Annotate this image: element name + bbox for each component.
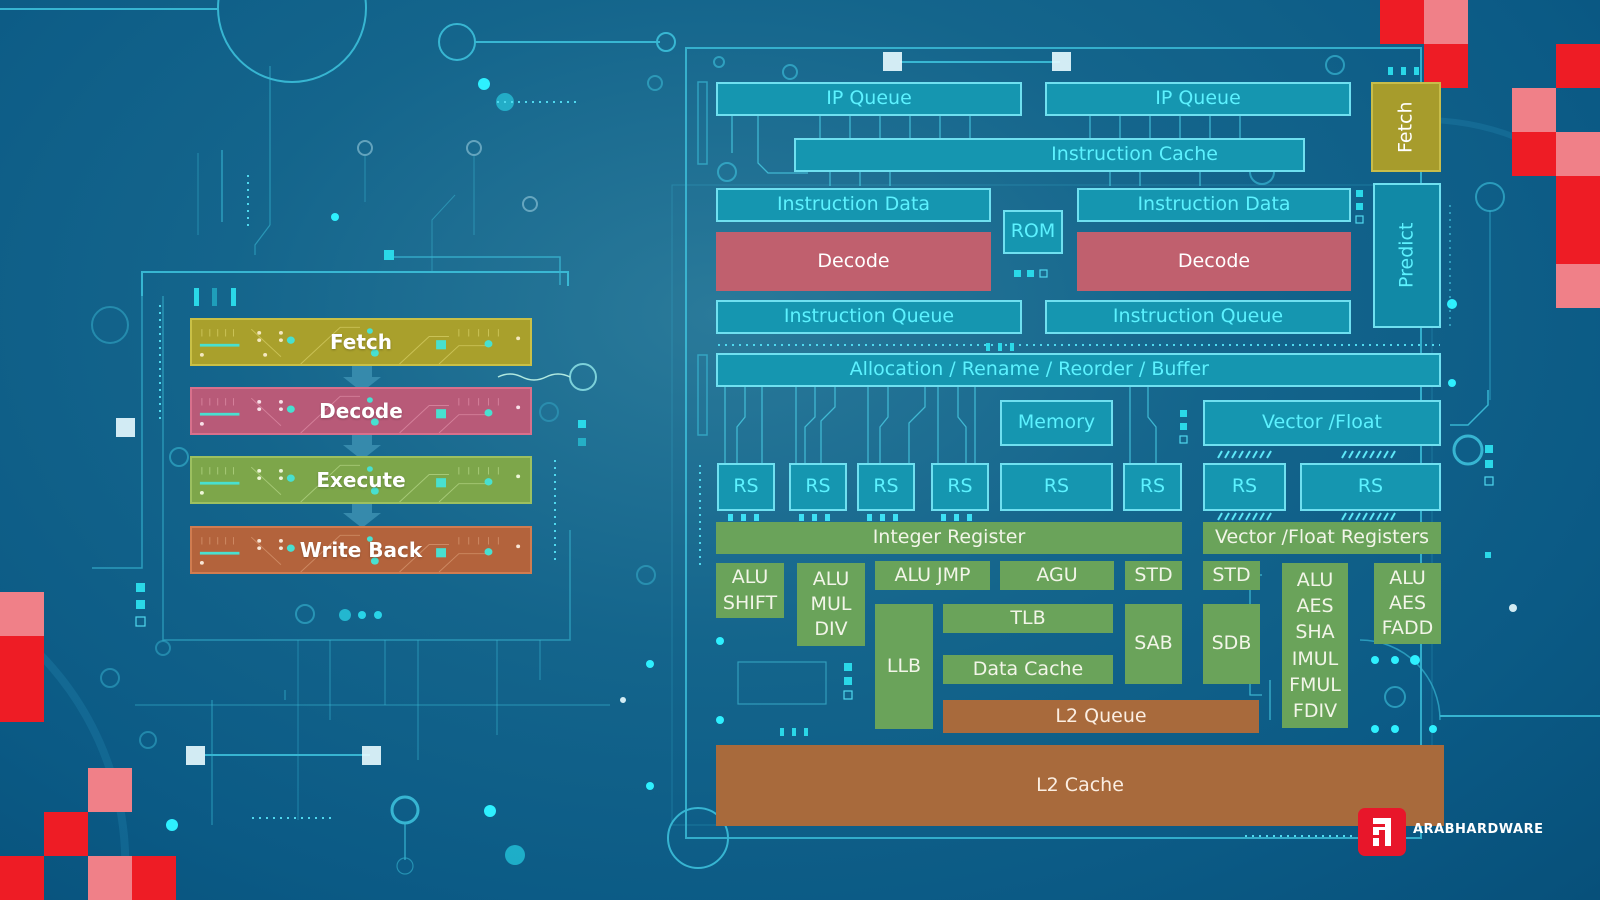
pixel-deco xyxy=(88,856,132,900)
fetch-unit: Fetch xyxy=(1371,82,1441,172)
pipeline-stage-execute: Execute xyxy=(190,456,532,504)
instruction-data-right: Instruction Data xyxy=(1077,188,1351,222)
pipeline-stage-fetch: Fetch xyxy=(190,318,532,366)
alu-shift-unit: ALU SHIFT xyxy=(716,563,784,618)
decode-right: Decode xyxy=(1077,232,1351,291)
pixel-deco xyxy=(88,768,132,812)
stage-label: Fetch xyxy=(329,330,393,354)
memory-unit: Memory xyxy=(1000,400,1113,446)
sdb-unit: SDB xyxy=(1203,604,1260,684)
reservation-station: RS xyxy=(931,463,989,511)
stage-label: Write Back xyxy=(299,538,423,562)
instruction-queue-left: Instruction Queue xyxy=(716,300,1022,334)
allocation-rename-reorder-buffer: Allocation / Rename / Reorder / Buffer xyxy=(716,353,1441,387)
pixel-deco xyxy=(0,592,44,636)
reservation-station: RS xyxy=(1123,463,1182,511)
alu-jmp-unit: ALU JMP xyxy=(875,561,990,590)
stage-label: Execute xyxy=(316,468,406,492)
pipeline-stage-write-back: Write Back xyxy=(190,526,532,574)
reservation-station: RS xyxy=(857,463,915,511)
reservation-station: RS xyxy=(1000,463,1113,511)
reservation-station: RS xyxy=(789,463,847,511)
reservation-station: RS xyxy=(717,463,775,511)
instruction-cache: Instruction Cache xyxy=(794,138,1305,172)
l2-cache: L2 Cache xyxy=(716,745,1444,826)
circuit-pattern-icon xyxy=(199,534,521,572)
brand-name: ARABHARDWARE xyxy=(1413,822,1544,837)
pixel-deco xyxy=(1512,132,1556,176)
pixel-deco xyxy=(1424,0,1468,44)
pixel-deco xyxy=(44,812,88,856)
alu-aes-sha-imul-fmul-fdiv-unit: ALU AES SHA IMUL FMUL FDIV xyxy=(1282,563,1348,728)
pixel-deco xyxy=(0,856,44,900)
circuit-pattern-icon xyxy=(199,395,521,433)
ip-queue-right: IP Queue xyxy=(1045,82,1351,116)
pixel-deco xyxy=(1424,44,1468,88)
llb-unit: LLB xyxy=(875,604,933,729)
vector-float-registers: Vector /Float Registers xyxy=(1203,522,1441,554)
agu-unit: AGU xyxy=(1000,561,1114,590)
ip-queue-left: IP Queue xyxy=(716,82,1022,116)
std-integer-unit: STD xyxy=(1125,561,1182,590)
circuit-pattern-icon xyxy=(199,464,521,502)
pixel-deco xyxy=(0,636,44,722)
pixel-deco xyxy=(1556,132,1600,176)
alu-aes-fadd-unit: ALU AES FADD xyxy=(1374,563,1441,644)
pixel-deco xyxy=(132,856,176,900)
l2-queue: L2 Queue xyxy=(943,700,1259,733)
pixel-deco xyxy=(1556,176,1600,264)
tlb-unit: TLB xyxy=(943,604,1113,633)
pipeline-stage-decode: Decode xyxy=(190,387,532,435)
stage-label: Decode xyxy=(319,399,403,423)
pixel-deco xyxy=(1556,264,1600,308)
circuit-pattern-icon xyxy=(199,326,521,364)
std-vector-unit: STD xyxy=(1203,561,1260,590)
predict-unit: Predict xyxy=(1373,183,1441,328)
instruction-queue-right: Instruction Queue xyxy=(1045,300,1351,334)
data-cache-unit: Data Cache xyxy=(943,655,1113,684)
instruction-data-left: Instruction Data xyxy=(716,188,991,222)
vector-float-unit: Vector /Float xyxy=(1203,400,1441,446)
pixel-deco xyxy=(1380,0,1424,44)
rom-unit: ROM xyxy=(1003,210,1063,254)
decode-left: Decode xyxy=(716,232,991,291)
alu-mul-div-unit: ALU MUL DIV xyxy=(797,563,865,646)
arabhardware-logo-icon xyxy=(1358,808,1406,856)
pixel-deco xyxy=(1556,44,1600,88)
pixel-deco xyxy=(1512,88,1556,132)
integer-register: Integer Register xyxy=(716,522,1182,554)
reservation-station: RS xyxy=(1203,463,1286,511)
reservation-station: RS xyxy=(1300,463,1441,511)
sab-unit: SAB xyxy=(1125,604,1182,684)
